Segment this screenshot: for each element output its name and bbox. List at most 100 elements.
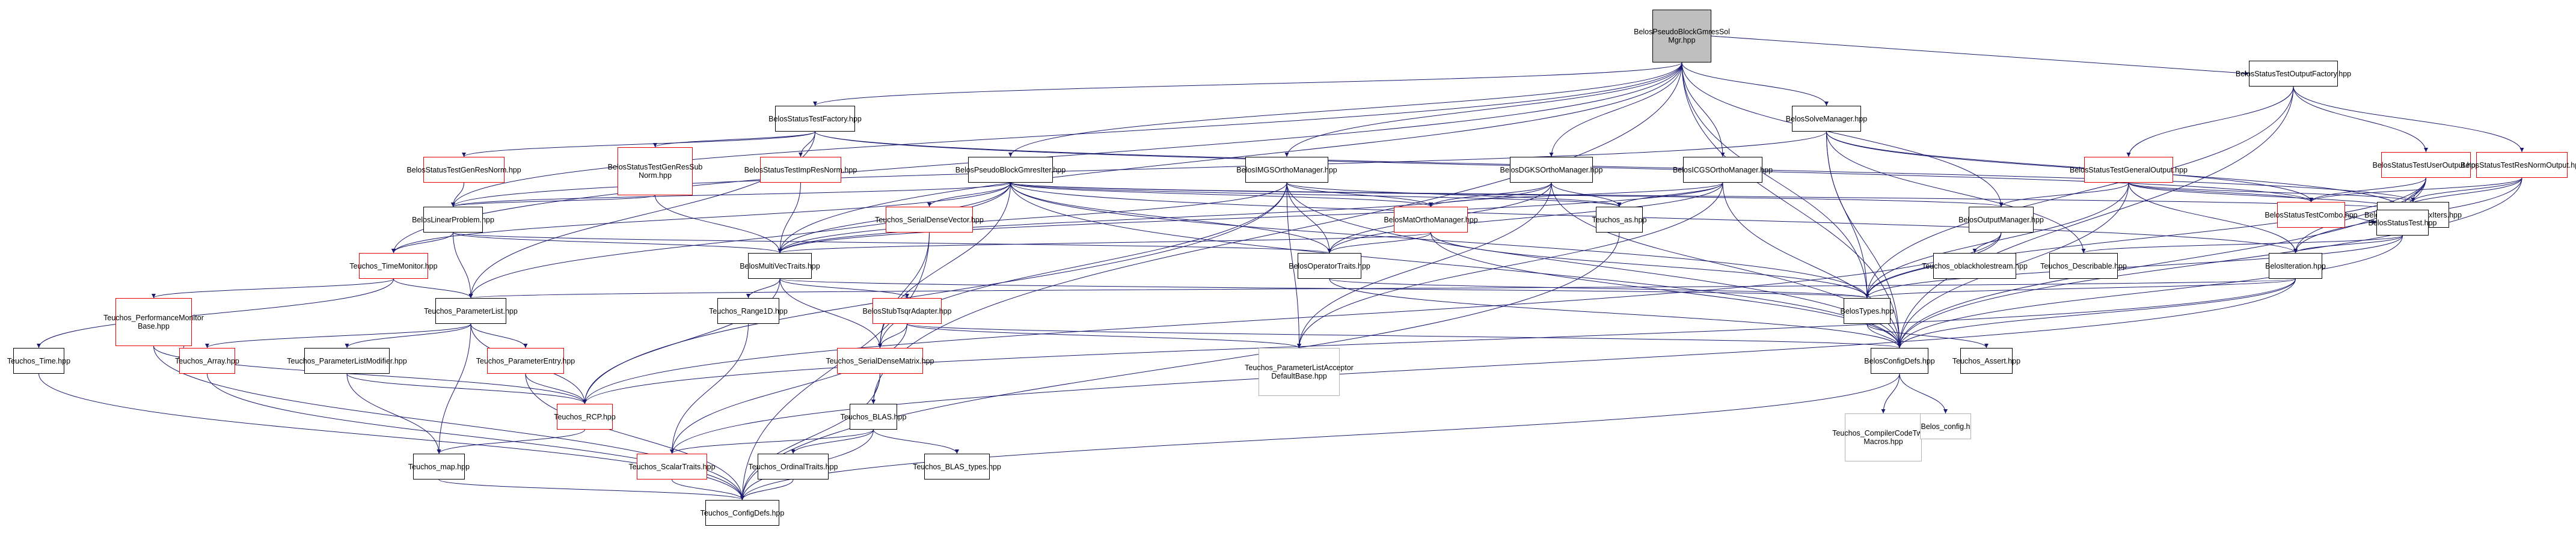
edge-icgs-ortho-to-teuchos-as — [1617, 182, 1723, 207]
node-perf-monitor[interactable]: Teuchos_PerformanceMonitor Base.hpp — [103, 298, 204, 346]
node-operator-traits[interactable]: BelosOperatorTraits.hpp — [1289, 253, 1370, 279]
node-teuchos-assert[interactable]: Teuchos_Assert.hpp — [1952, 348, 2020, 374]
node-plist-modifier[interactable]: Teuchos_ParameterListModifier.hpp — [287, 348, 407, 374]
node-oblackholestream[interactable]: Teuchos_oblackholestream.hpp — [1922, 253, 2028, 279]
edge-belos-types-to-teuchos-assert — [1866, 323, 1989, 349]
edge-multivec-traits-to-range1d — [746, 278, 780, 299]
node-teuchos-as[interactable]: Teuchos_as.hpp — [1592, 207, 1647, 233]
edge-root-to-status-output-factory — [1711, 35, 2249, 76]
edge-output-manager-to-rcp — [583, 232, 2002, 404]
edge-belos-types-to-config-defs — [1866, 323, 1902, 349]
edge-blas-to-blas-types — [873, 429, 959, 454]
edge-icgs-ortho-to-multivec-traits — [777, 182, 1723, 254]
node-matortho[interactable]: BelosMatOrthoManager.hpp — [1384, 207, 1478, 233]
node-describable[interactable]: Teuchos_Describable.hpp — [2040, 253, 2127, 279]
node-parameter-list[interactable]: Teuchos_ParameterList.hpp — [424, 298, 518, 324]
edge-user-output-to-iteration — [2293, 177, 2426, 254]
edge-linear-problem-to-parameter-list — [453, 232, 473, 299]
node-combo[interactable]: BelosStatusTestCombo.hpp — [2265, 202, 2358, 228]
edge-root-to-linear-problem — [451, 62, 1682, 207]
edge-linear-problem-to-operator-traits — [453, 232, 1331, 254]
node-compiler-tweak[interactable]: Teuchos_CompilerCodeTweak Macros.hpp — [1832, 413, 1934, 461]
edge-status-factory-to-gen-res-sub-norm — [653, 131, 815, 148]
node-gen-res-sub-norm[interactable]: BelosStatusTestGenResSub Norm.hpp — [608, 147, 702, 195]
node-rcp[interactable]: Teuchos_RCP.hpp — [554, 404, 616, 430]
node-subtag-adapter[interactable]: BelosStubTsqrAdapter.hpp — [862, 298, 952, 324]
edge-gen-res-sub-norm-to-linear-problem — [451, 195, 655, 207]
node-status-output-factory[interactable]: BelosStatusTestOutputFactory.hpp — [2236, 61, 2351, 87]
node-config-defs[interactable]: BelosConfigDefs.hpp — [1864, 348, 1935, 374]
edge-general-output-to-combo — [2128, 182, 2313, 202]
edge-matortho-to-config-defs — [1431, 232, 1902, 349]
edge-dgks-ortho-to-teuchos-as — [1551, 182, 1622, 207]
edge-pseudo-block-gmres-iter-to-output-manager — [1010, 182, 2003, 207]
node-ordinal-traits[interactable]: Teuchos_OrdinalTraits.hpp — [749, 454, 838, 480]
edge-pseudo-block-gmres-iter-to-parameter-list — [468, 182, 1011, 299]
edge-status-test-to-describable — [2081, 235, 2403, 254]
node-iteration[interactable]: BelosIteration.hpp — [2265, 253, 2326, 279]
edge-serial-dense-vector-to-serial-dense-matrix — [878, 232, 930, 349]
node-imp-resnorm[interactable]: BelosStatusTestImpResNorm.hpp — [744, 157, 857, 183]
edge-status-test-to-config-defs — [1897, 235, 2403, 349]
edge-root-to-dgks-ortho — [1549, 62, 1682, 157]
node-linear-problem[interactable]: BelosLinearProblem.hpp — [412, 207, 494, 233]
edge-subtag-adapter-to-config-defs — [907, 323, 1901, 349]
edge-linear-problem-to-time-monitor — [391, 232, 453, 254]
edge-solve-manager-to-describable — [1826, 131, 2086, 254]
edge-time-monitor-to-parameter-list — [393, 278, 473, 299]
edge-subtag-adapter-to-plist-acceptor — [907, 323, 1301, 349]
node-multivec-traits[interactable]: BelosMultiVecTraits.hpp — [740, 253, 820, 279]
node-dgks-ortho[interactable]: BelosDGKSOrthoManager.hpp — [1500, 157, 1602, 183]
edge-matortho-to-operator-traits — [1327, 232, 1431, 254]
node-blas-types[interactable]: Teuchos_BLAS_types.hpp — [913, 454, 1001, 480]
node-teuchos-array[interactable]: Teuchos_Array.hpp — [175, 348, 239, 374]
edge-imgs-ortho-to-operator-traits — [1286, 182, 1332, 254]
node-resnorm-output[interactable]: BelosStatusTestResNormOutput.hpp — [2461, 152, 2576, 178]
node-general-output[interactable]: BelosStatusTestGeneralOutput.hpp — [2070, 157, 2188, 183]
edge-solve-manager-to-linear-problem — [451, 131, 1827, 207]
node-user-output[interactable]: BelosStatusTestUserOutput.hpp — [2373, 152, 2479, 178]
node-range1d[interactable]: Teuchos_Range1D.hpp — [709, 298, 788, 324]
edge-plist-modifier-to-rcp — [346, 373, 587, 404]
edge-user-output-to-combo — [2309, 177, 2426, 202]
node-belos-config[interactable]: Belos_config.h — [1920, 413, 1971, 439]
node-imgs-ortho[interactable]: BelosIMGSOrthoManager.hpp — [1236, 157, 1337, 183]
edge-general-output-to-belos-types — [1865, 182, 2129, 299]
edge-teuchos-time-to-teuchos-config-defs — [38, 373, 744, 501]
node-gen-resnorm[interactable]: BelosStatusTestGenResNorm.hpp — [406, 157, 521, 183]
edge-blas-to-ordinal-traits — [791, 429, 874, 454]
edge-general-output-to-output-manager — [1999, 182, 2129, 207]
node-teuchos-config-defs[interactable]: Teuchos_ConfigDefs.hpp — [701, 500, 784, 526]
node-belos-types[interactable]: BelosTypes.hpp — [1841, 298, 1894, 324]
node-pseudo-block-gmres-iter[interactable]: BelosPseudoBlockGmresIter.hpp — [955, 157, 1066, 183]
edge-blas-to-scalar-traits — [670, 429, 874, 454]
node-teuchos-map[interactable]: Teuchos_map.hpp — [408, 454, 470, 480]
node-serial-dense-matrix[interactable]: Teuchos_SerialDenseMatrix.hpp — [826, 348, 934, 374]
node-status-factory[interactable]: BelosStatusTestFactory.hpp — [768, 106, 862, 132]
edge-imgs-ortho-to-plist-acceptor — [1286, 182, 1301, 349]
node-parameter-entry[interactable]: Teuchos_ParameterEntry.hpp — [476, 348, 575, 374]
node-serial-dense-vector[interactable]: Teuchos_SerialDenseVector.hpp — [875, 207, 984, 233]
edge-pseudo-block-gmres-iter-to-serial-dense-vector — [927, 182, 1011, 207]
node-output-manager[interactable]: BelosOutputManager.hpp — [1958, 207, 2044, 233]
node-root: BelosPseudoBlockGmresSol Mgr.hpp — [1634, 10, 1730, 62]
node-icgs-ortho[interactable]: BelosICGSOrthoManager.hpp — [1673, 157, 1773, 183]
edge-iteration-to-belos-types — [1865, 278, 2296, 299]
edge-parameter-entry-to-rcp — [525, 373, 587, 404]
edge-root-to-blas — [871, 62, 1682, 404]
edge-iteration-to-rcp — [583, 278, 2296, 404]
node-scalar-traits[interactable]: Teuchos_ScalarTraits.hpp — [628, 454, 716, 480]
node-blas[interactable]: Teuchos_BLAS.hpp — [841, 404, 906, 430]
edge-serial-dense-vector-to-teuchos-config-defs — [740, 232, 930, 501]
edge-status-output-factory-to-belos-types — [1865, 86, 2294, 299]
node-time-monitor[interactable]: Teuchos_TimeMonitor.hpp — [349, 253, 438, 279]
edge-combo-to-status-test — [2344, 215, 2377, 224]
node-solve-manager[interactable]: BelosSolveManager.hpp — [1786, 106, 1867, 132]
edge-pseudo-block-gmres-iter-to-matortho — [1010, 182, 1433, 207]
node-status-test[interactable]: BelosStatusTest.hpp — [2369, 210, 2436, 236]
edge-general-output-to-iteration — [2128, 182, 2298, 254]
node-teuchos-time[interactable]: Teuchos_Time.hpp — [7, 348, 70, 374]
node-plist-acceptor[interactable]: Teuchos_ParameterListAcceptor DefaultBas… — [1245, 348, 1354, 396]
edge-config-defs-to-belos-config — [1899, 373, 1948, 414]
